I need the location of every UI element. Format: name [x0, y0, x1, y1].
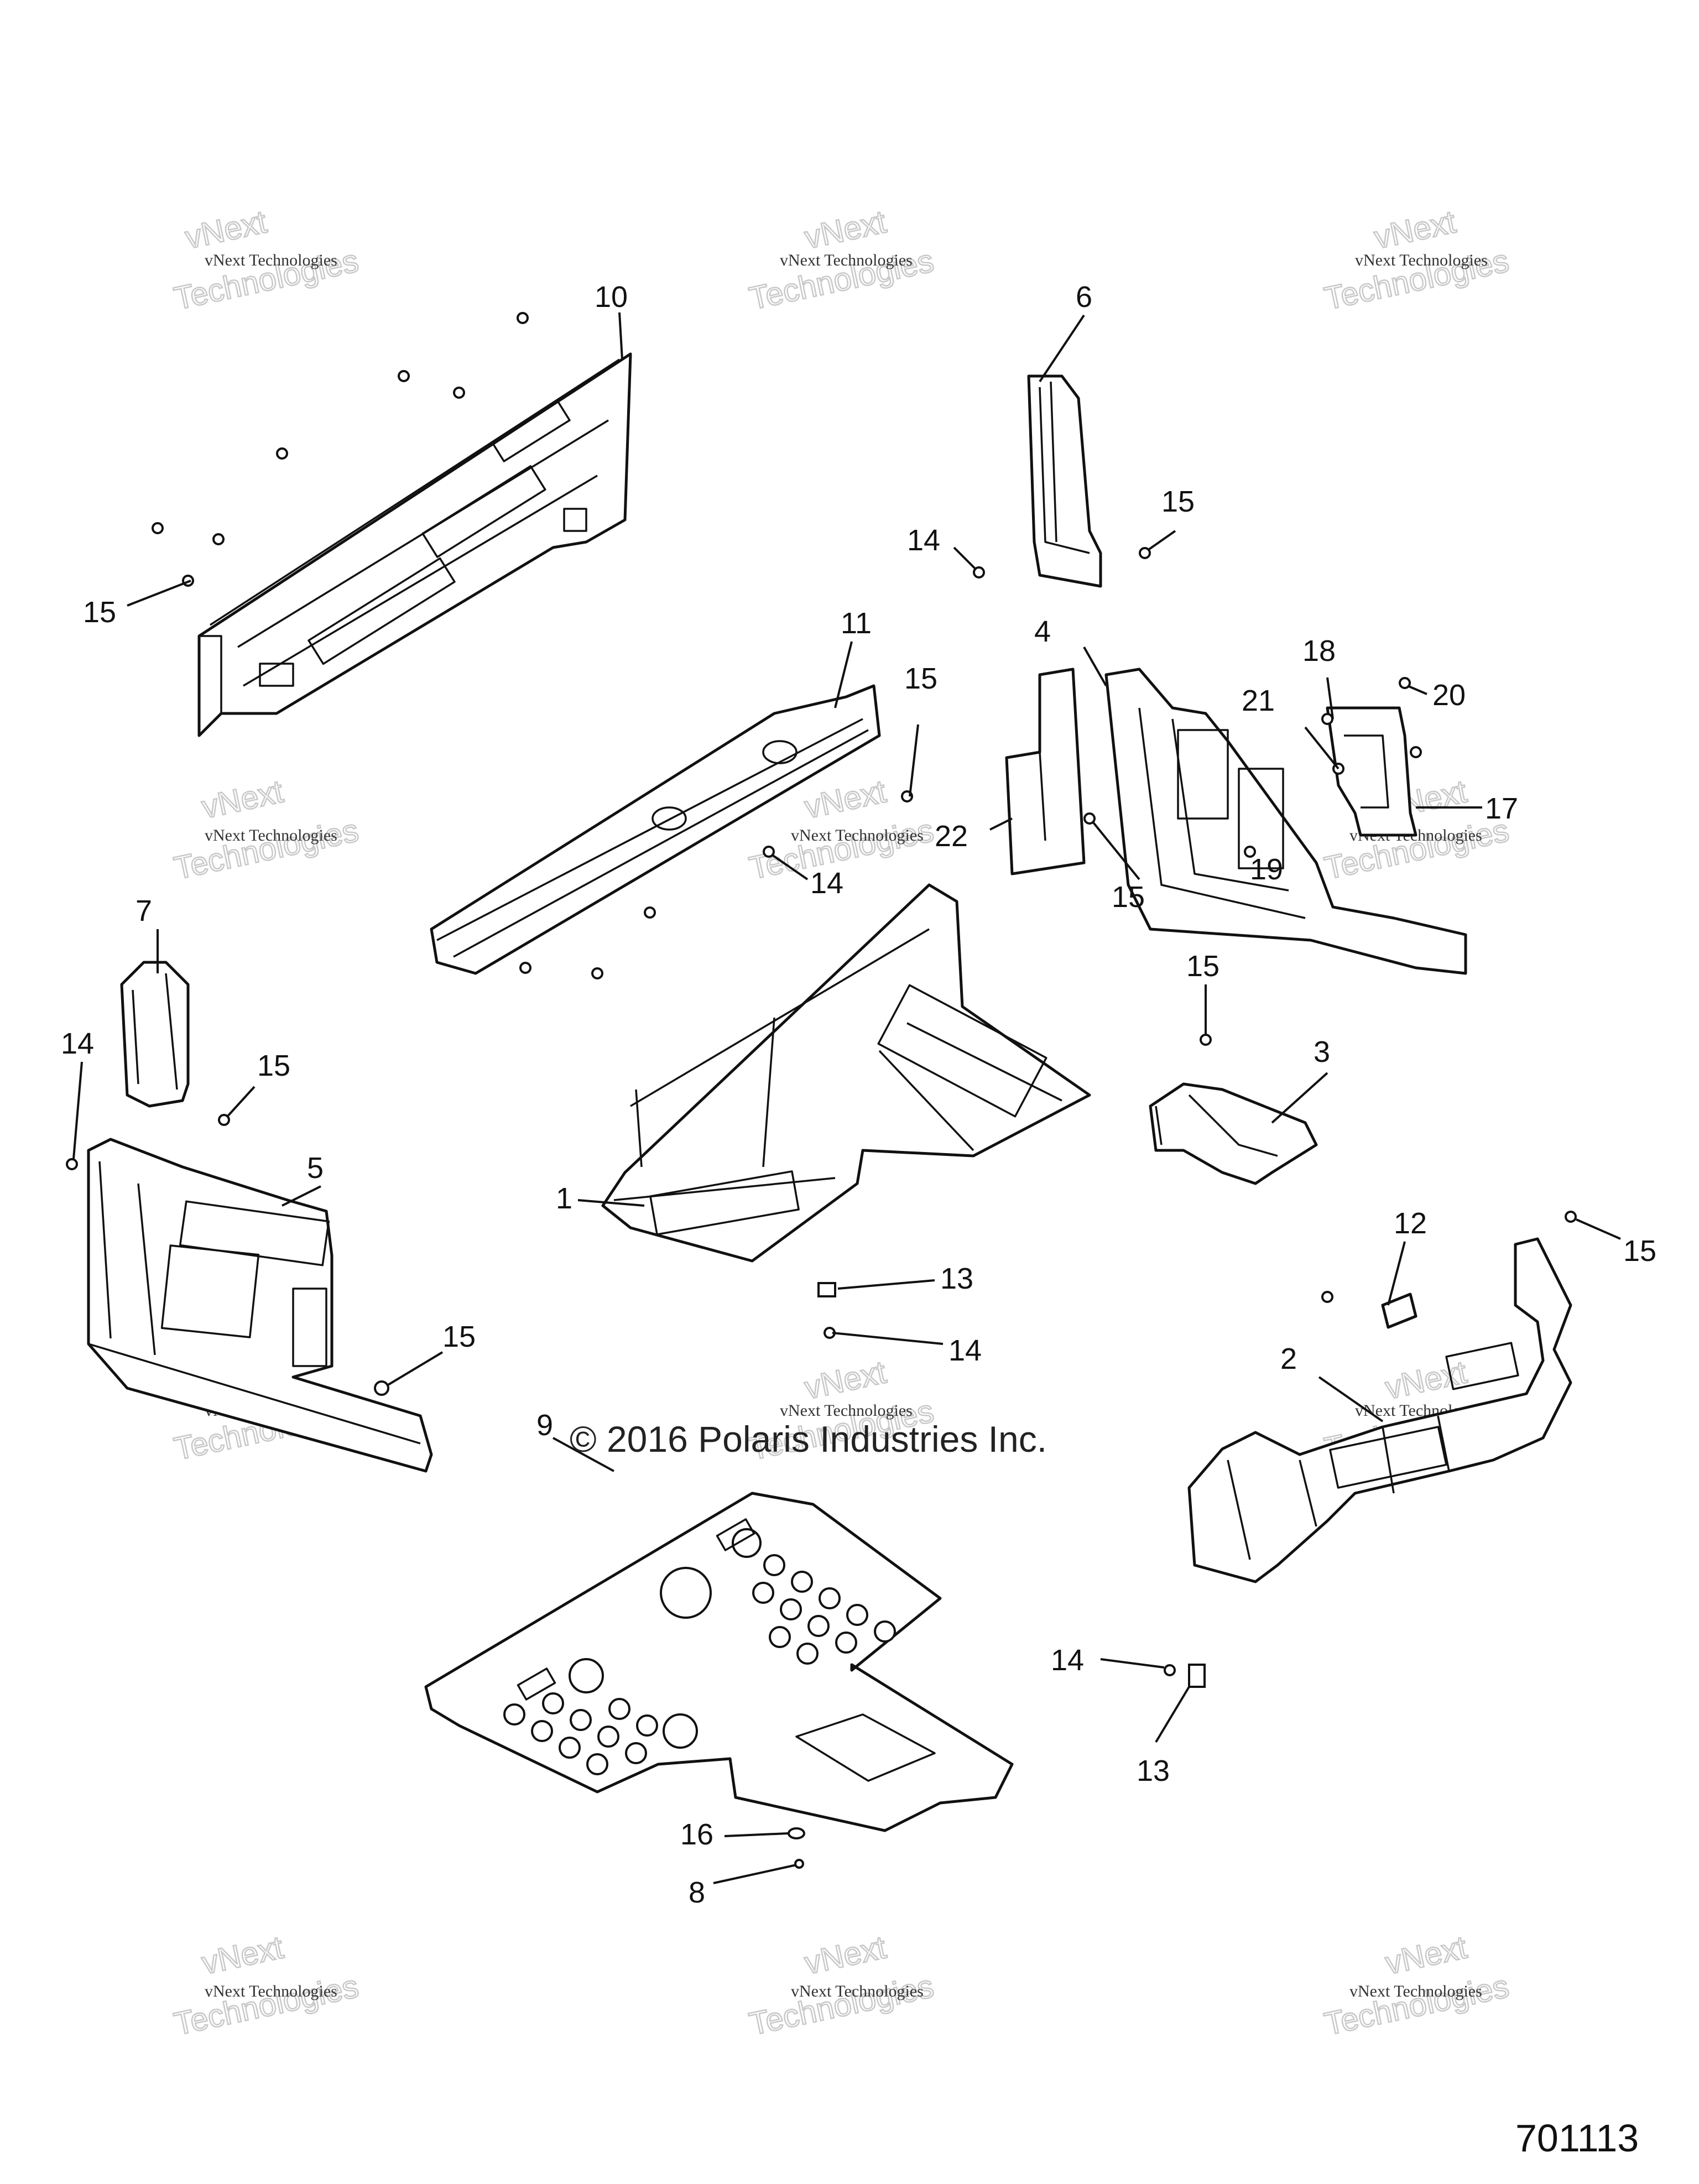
- svg-text:vNext: vNext: [199, 773, 286, 825]
- callout-7: 7: [135, 894, 152, 927]
- callout-20: 20: [1432, 679, 1466, 712]
- callout-21: 21: [1242, 684, 1275, 717]
- watermark-bottom-right: vNext Technologies vNext Technologies: [1321, 1928, 1513, 2043]
- part-2-front-panel: [1187, 1237, 1572, 1583]
- callout-15: 15: [83, 596, 116, 629]
- part-5-left-panel: [87, 1138, 433, 1473]
- svg-text:vNext Technologies: vNext Technologies: [1349, 1982, 1482, 2000]
- part-1-bed-tub: [601, 883, 1091, 1263]
- drawing-number: 701113: [1515, 2117, 1639, 2160]
- callout-15: 15: [1161, 485, 1195, 518]
- callout-16: 16: [680, 1818, 713, 1851]
- callout-15: 15: [1112, 880, 1145, 914]
- hardware: [66, 312, 1577, 1869]
- watermark-mid-left: vNext Technologies vNext Technologies: [170, 773, 362, 887]
- svg-text:vNext Technologies: vNext Technologies: [780, 1401, 913, 1420]
- callout-14: 14: [948, 1334, 982, 1367]
- callout-19: 19: [1250, 853, 1283, 886]
- svg-text:vNext: vNext: [182, 204, 270, 256]
- part-12-small-bracket: [1381, 1292, 1417, 1329]
- svg-text:vNext Technologies: vNext Technologies: [791, 826, 924, 845]
- svg-text:Technologies: Technologies: [171, 812, 362, 887]
- svg-text:vNext Technologies: vNext Technologies: [205, 251, 337, 269]
- callout-3: 3: [1314, 1035, 1330, 1068]
- callout-9: 9: [536, 1409, 553, 1442]
- svg-text:vNext: vNext: [801, 773, 889, 825]
- callout-4: 4: [1034, 615, 1051, 648]
- callout-13: 13: [1137, 1754, 1170, 1787]
- part-22-plate: [1005, 668, 1086, 875]
- svg-text:vNext: vNext: [801, 1354, 889, 1406]
- part-6-bracket: [1027, 374, 1102, 588]
- callout-22: 22: [935, 820, 968, 853]
- part-10-rear-panel: [197, 352, 632, 737]
- callout-14: 14: [1051, 1644, 1084, 1677]
- callouts: 10 15 6 14 15 11 15 14 4 22 15 18 21 20 …: [61, 280, 1656, 1909]
- callout-14: 14: [61, 1027, 94, 1060]
- callout-15: 15: [442, 1320, 476, 1353]
- callout-5: 5: [307, 1151, 324, 1185]
- part-3-bracket: [1149, 1082, 1318, 1185]
- svg-text:Technologies: Technologies: [1321, 812, 1512, 887]
- svg-text:vNext: vNext: [1382, 1354, 1470, 1406]
- svg-text:vNext Technologies: vNext Technologies: [1355, 251, 1488, 269]
- callout-18: 18: [1302, 634, 1336, 668]
- callout-6: 6: [1076, 280, 1092, 314]
- callout-14: 14: [907, 524, 940, 557]
- callout-2: 2: [1280, 1342, 1297, 1375]
- callout-10: 10: [595, 280, 628, 314]
- part-4-side-frame: [1104, 668, 1467, 975]
- callout-13: 13: [940, 1262, 973, 1295]
- svg-text:vNext Technologies: vNext Technologies: [791, 1982, 924, 2000]
- svg-text:vNext: vNext: [801, 204, 889, 256]
- part-7-side-panel: [120, 961, 190, 1108]
- callout-11: 11: [841, 607, 872, 640]
- leader-lines: [72, 312, 1621, 1884]
- callout-15: 15: [904, 662, 937, 695]
- callout-8: 8: [689, 1876, 705, 1909]
- watermark-bottom-center: vNext Technologies vNext Technologies: [746, 1928, 937, 2043]
- watermark-top-right: vNext Technologies vNext Technologies: [1321, 203, 1513, 317]
- watermark-bottom-left: vNext Technologies vNext Technologies: [170, 1928, 362, 2043]
- svg-text:Technologies: Technologies: [171, 1968, 362, 2042]
- watermark-top-left: vNext Technologies vNext Technologies: [170, 203, 362, 317]
- svg-text:vNext: vNext: [801, 1929, 889, 1981]
- callout-15: 15: [257, 1049, 290, 1082]
- svg-text:vNext: vNext: [199, 1929, 286, 1981]
- callout-15: 15: [1186, 950, 1219, 983]
- svg-text:vNext: vNext: [1371, 204, 1459, 256]
- part-11-cross-member: [430, 684, 881, 975]
- svg-text:vNext Technologies: vNext Technologies: [780, 251, 913, 269]
- part-17-side-plate: [1326, 706, 1417, 837]
- svg-text:vNext: vNext: [1382, 1929, 1470, 1981]
- callout-17: 17: [1485, 792, 1518, 825]
- svg-text:vNext Technologies: vNext Technologies: [205, 826, 337, 845]
- callout-14: 14: [810, 867, 843, 900]
- svg-text:Technologies: Technologies: [1321, 1968, 1512, 2042]
- callout-1: 1: [556, 1182, 572, 1215]
- copyright-notice: © 2016 Polaris Industries Inc.: [570, 1419, 1047, 1460]
- callout-12: 12: [1394, 1207, 1427, 1240]
- svg-text:Technologies: Technologies: [746, 1968, 937, 2042]
- part-9-skid-plate: [424, 1492, 1014, 1832]
- watermark-top-center: vNext Technologies vNext Technologies: [746, 203, 937, 317]
- callout-15: 15: [1623, 1234, 1656, 1268]
- svg-text:vNext Technologies: vNext Technologies: [205, 1982, 337, 2000]
